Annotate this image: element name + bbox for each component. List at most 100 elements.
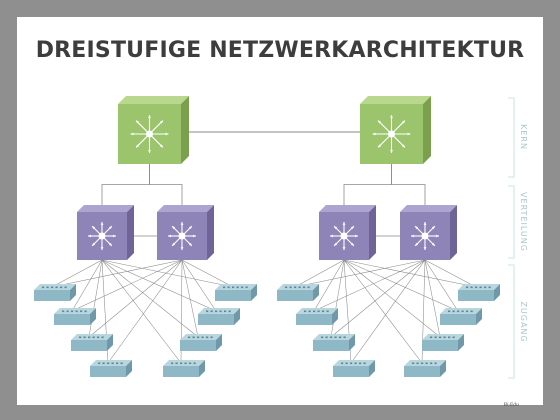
- port: [412, 362, 415, 365]
- tier-brackets: [508, 97, 515, 379]
- device-top: [71, 334, 113, 340]
- access-switch-9: [277, 284, 319, 301]
- port: [484, 286, 487, 289]
- port: [46, 286, 49, 289]
- port: [88, 336, 91, 339]
- device-front: [198, 314, 234, 325]
- link-dist-access: [343, 259, 477, 288]
- link-dist-access: [313, 259, 345, 312]
- device-side: [450, 205, 457, 260]
- access-switch-4: [90, 360, 132, 377]
- access-switch-8: [163, 360, 205, 377]
- switch-icon: [372, 115, 411, 153]
- device-top: [163, 360, 205, 366]
- port: [171, 362, 174, 365]
- bracket-access: [508, 264, 515, 379]
- link-dist-access: [181, 259, 217, 312]
- device-side: [181, 96, 189, 164]
- port: [184, 362, 187, 365]
- port: [341, 362, 344, 365]
- port: [325, 336, 328, 339]
- port: [321, 336, 324, 339]
- link-dist-access: [350, 259, 426, 364]
- link-dist-access: [101, 259, 182, 364]
- port: [303, 286, 306, 289]
- port: [439, 336, 442, 339]
- device-front: [440, 314, 476, 325]
- link-dist-access: [101, 259, 217, 312]
- device-front: [180, 340, 216, 351]
- port: [232, 286, 235, 289]
- port: [307, 286, 310, 289]
- access-switch-10: [296, 308, 338, 325]
- device-top: [54, 308, 96, 314]
- port: [294, 286, 297, 289]
- link-dist-access: [71, 259, 103, 312]
- device-front: [313, 340, 349, 351]
- port: [448, 336, 451, 339]
- port: [223, 286, 226, 289]
- link-dist-access: [71, 259, 183, 312]
- port: [51, 286, 54, 289]
- link-dist-access: [424, 259, 459, 312]
- port: [79, 336, 82, 339]
- port: [80, 310, 83, 313]
- port: [434, 362, 437, 365]
- device-top: [180, 334, 222, 340]
- port: [452, 336, 455, 339]
- port: [192, 336, 195, 339]
- port: [461, 310, 464, 313]
- port: [350, 362, 353, 365]
- link-dist-access: [51, 259, 103, 288]
- port: [245, 286, 248, 289]
- device-front: [90, 366, 126, 377]
- port: [434, 336, 437, 339]
- switch-icon: [130, 115, 169, 153]
- link-dist-access: [330, 259, 345, 338]
- device-top: [277, 284, 319, 290]
- device-side: [234, 308, 240, 325]
- access-switch-11: [313, 334, 355, 351]
- device-top: [422, 334, 464, 340]
- link-dist-access: [181, 259, 199, 338]
- access-switch-5: [215, 284, 257, 301]
- diagram-title: DREISTUFIGE NETZWERKARCHITEKTUR: [35, 38, 525, 63]
- port: [215, 310, 218, 313]
- port: [71, 310, 74, 313]
- port: [120, 362, 123, 365]
- port: [304, 310, 307, 313]
- tier-label-access: ZUGANG: [519, 301, 528, 342]
- port: [470, 286, 473, 289]
- link-dist-access: [313, 259, 426, 312]
- access-switch-13: [458, 284, 500, 301]
- access-switch-1: [34, 284, 76, 301]
- distribution-switch-2: [157, 205, 214, 260]
- port: [298, 286, 301, 289]
- device-top: [319, 205, 376, 212]
- port: [354, 362, 357, 365]
- device-front: [71, 340, 107, 351]
- port: [317, 310, 320, 313]
- port: [421, 362, 424, 365]
- access-switch-7: [180, 334, 222, 351]
- switch-icon: [330, 222, 358, 250]
- port: [425, 362, 428, 365]
- port: [479, 286, 482, 289]
- port: [206, 336, 209, 339]
- device-top: [296, 308, 338, 314]
- port: [466, 310, 469, 313]
- tier-label-distribution: VERTEILUNG: [519, 192, 528, 252]
- port: [457, 310, 460, 313]
- port: [452, 310, 455, 313]
- port: [210, 336, 213, 339]
- device-front: [215, 290, 251, 301]
- port: [289, 286, 292, 289]
- device-top: [458, 284, 500, 290]
- device-side: [494, 284, 500, 301]
- device-top: [118, 96, 189, 104]
- device-front: [458, 290, 494, 301]
- device-side: [199, 360, 205, 377]
- device-front: [277, 290, 313, 301]
- device-top: [157, 205, 214, 212]
- port: [92, 336, 95, 339]
